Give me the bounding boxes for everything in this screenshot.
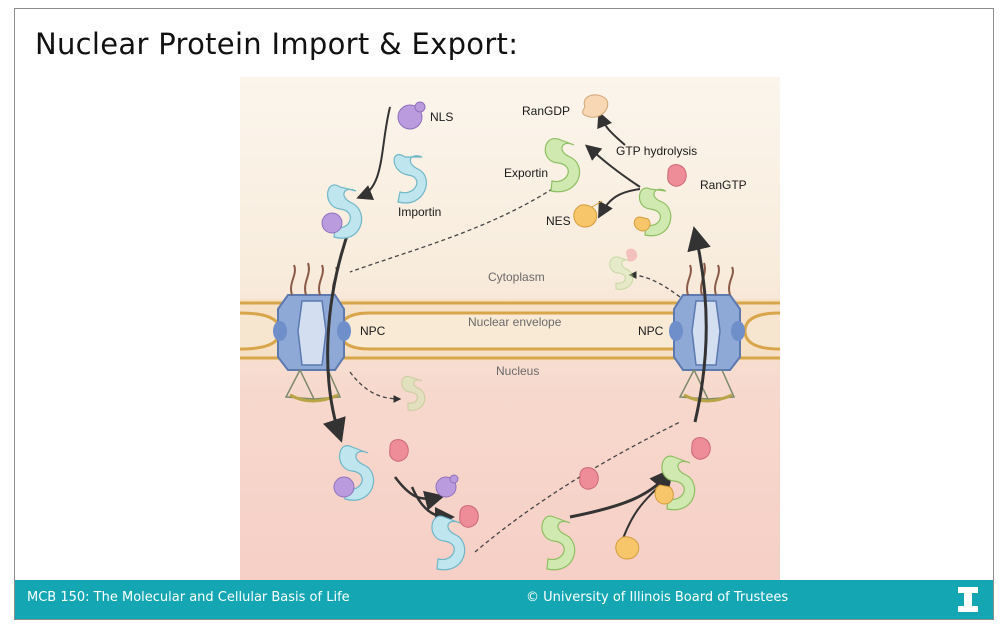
label-cytoplasm: Cytoplasm: [488, 270, 545, 284]
course-name: MCB 150: The Molecular and Cellular Basi…: [27, 590, 350, 605]
label-nls: NLS: [430, 110, 453, 124]
ran-gtp-complex-icon: [633, 164, 687, 237]
recycling-arrows: [349, 176, 681, 553]
slide: Nuclear Protein Import & Export:: [14, 8, 994, 620]
label-importin: Importin: [398, 205, 441, 219]
slide-title: Nuclear Protein Import & Export:: [35, 27, 519, 61]
importin-nucleus-complex-icon: [333, 445, 375, 501]
nucleus-ran-gtp-icon: [389, 439, 409, 462]
released-nls-icon: [435, 474, 459, 498]
label-gtp-hydrolysis: GTP hydrolysis: [616, 144, 697, 158]
export-complex-icon: [654, 437, 711, 511]
label-nes: NES: [546, 214, 571, 228]
transport-arrows: [322, 106, 711, 548]
label-npc-left: NPC: [360, 324, 386, 338]
label-ran-gdp: RanGDP: [522, 104, 570, 118]
illinois-block-i-logo-icon: [958, 587, 978, 612]
label-exportin: Exportin: [504, 166, 548, 180]
nuclear-transport-diagram: NLS Importin RanGDP GTP hydrolysis Expor…: [240, 77, 780, 587]
nucleus-exportin-icon: [541, 515, 576, 571]
label-ran-gtp: RanGTP: [700, 178, 747, 192]
label-npc-right: NPC: [638, 324, 664, 338]
label-nuclear-envelope: Nuclear envelope: [468, 315, 562, 329]
importin-ran-gtp-complex-icon: [431, 505, 479, 571]
nucleus-ran-gtp-free-icon: [579, 467, 599, 490]
exportin-free-icon: [544, 138, 581, 193]
slide-footer: MCB 150: The Molecular and Cellular Basi…: [15, 580, 993, 619]
npc-right: [669, 262, 745, 403]
importin-nls-complex-icon: [321, 184, 363, 239]
recycled-importin-icon: [401, 375, 426, 411]
importin-free-icon: [393, 154, 427, 204]
diagram-canvas: NLS Importin RanGDP GTP hydrolysis Expor…: [240, 77, 780, 587]
label-nucleus: Nucleus: [496, 364, 539, 378]
recycled-exportin-icon: [609, 248, 638, 290]
nes-cargo-icon: [573, 200, 603, 228]
ran-gdp-icon: [582, 94, 609, 118]
nucleus-nes-cargo-icon: [615, 536, 640, 560]
copyright-notice: © University of Illinois Board of Truste…: [526, 590, 789, 605]
nls-cargo-icon: [397, 101, 426, 130]
